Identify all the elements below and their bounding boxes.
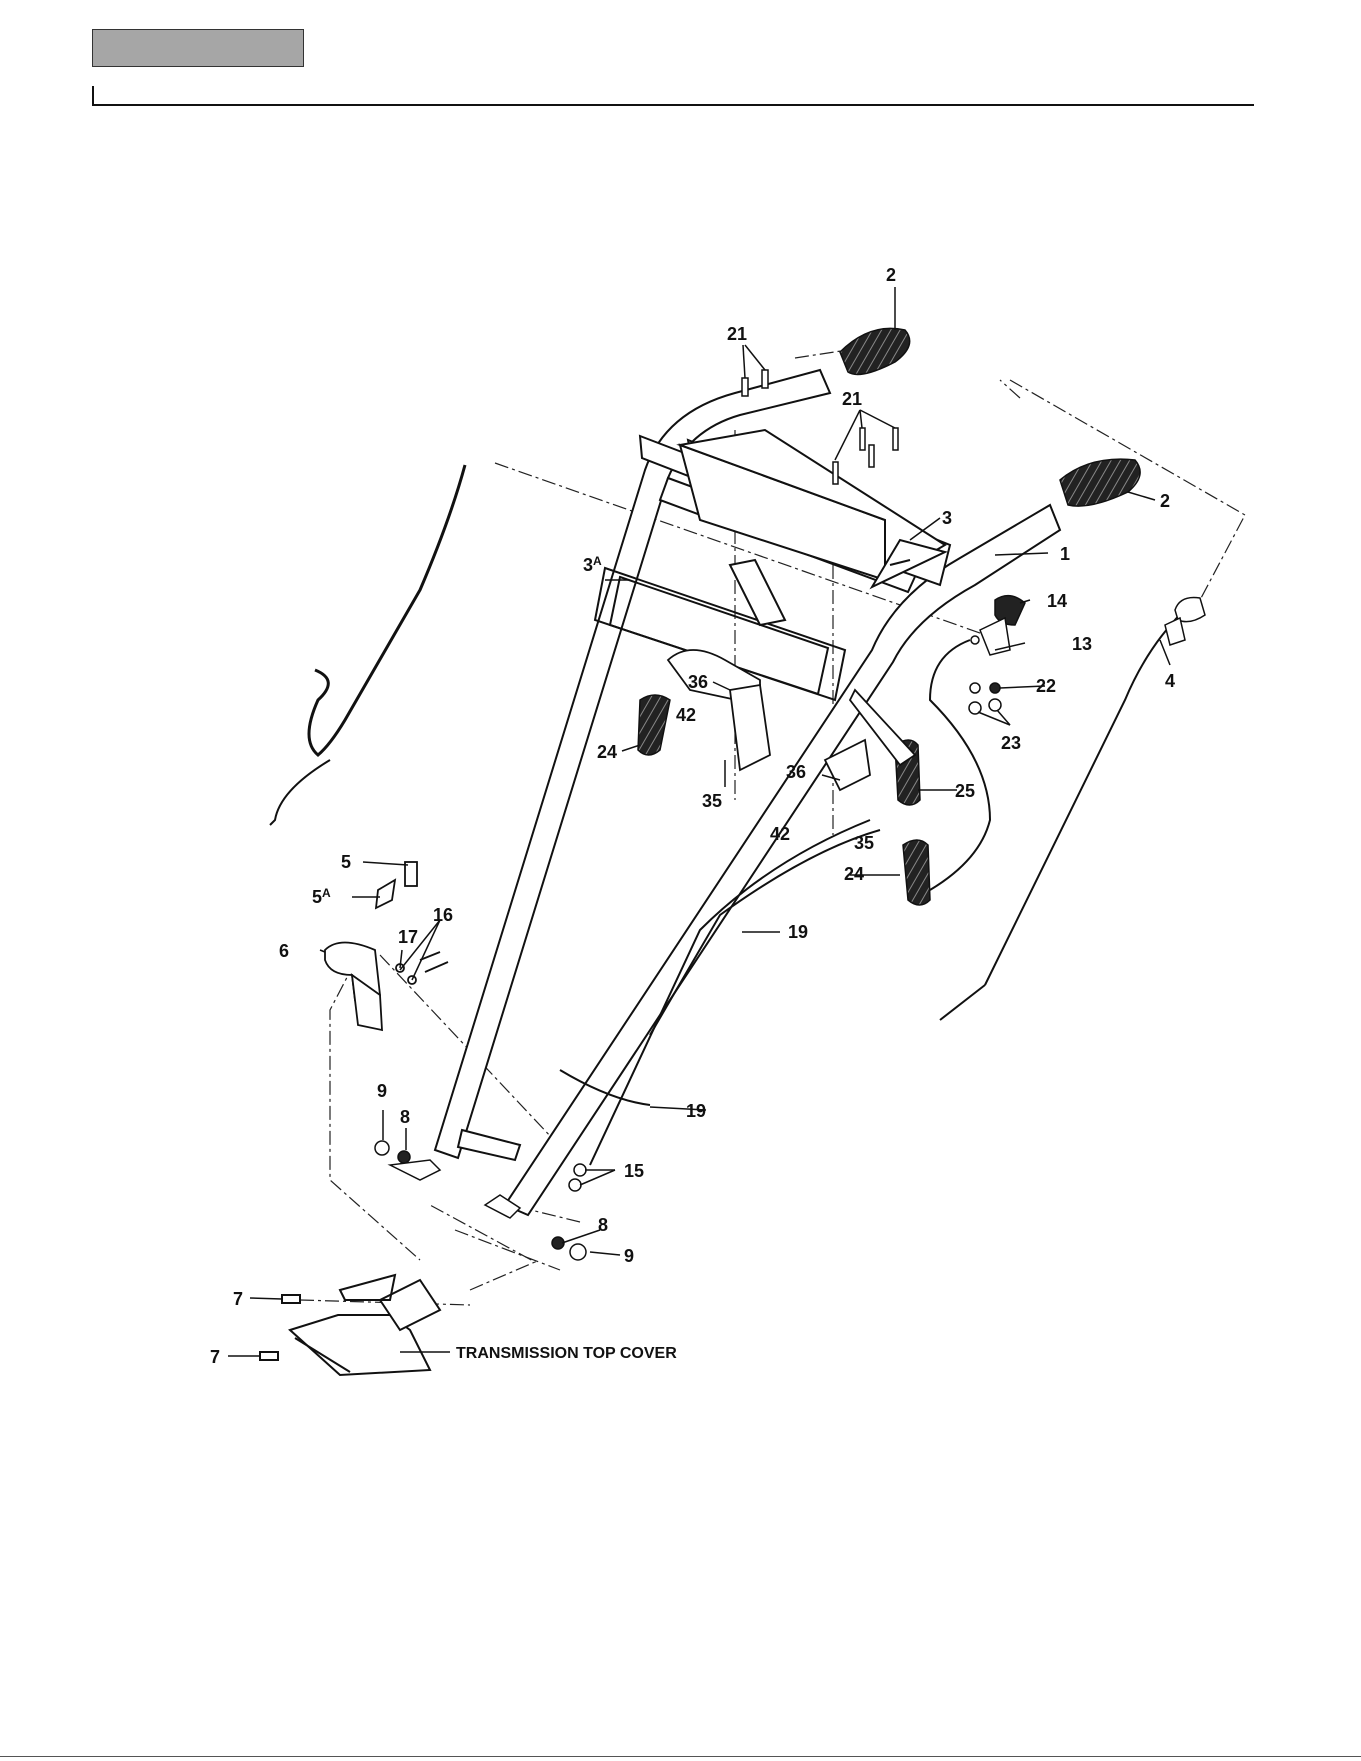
callout-21-right: 21 — [842, 389, 862, 409]
callout-35-right: 35 — [854, 833, 874, 853]
callout-7-lower: 7 — [210, 1347, 220, 1367]
callout-36-right: 36 — [786, 762, 806, 782]
callout-17: 17 — [398, 927, 418, 947]
callout-3: 3 — [942, 508, 952, 528]
callout-22: 22 — [1036, 676, 1056, 696]
callout-9-left: 9 — [377, 1081, 387, 1101]
callout-5a-number: 5 — [312, 887, 322, 907]
transmission-top-cover — [260, 1275, 440, 1375]
callout-16: 16 — [433, 905, 453, 925]
callout-5: 5 — [341, 852, 351, 872]
callout-23: 23 — [1001, 733, 1021, 753]
callout-4: 4 — [1165, 671, 1175, 691]
callout-14: 14 — [1047, 591, 1067, 611]
callout-1: 1 — [1060, 544, 1070, 564]
callout-42-left: 42 — [676, 705, 696, 725]
callout-19-lower: 19 — [686, 1101, 706, 1121]
throttle-cable-head — [1165, 598, 1205, 646]
callout-2-right: 2 — [1160, 491, 1170, 511]
callout-35-left: 35 — [702, 791, 722, 811]
callout-2-top: 2 — [886, 265, 896, 285]
callout-21-left: 21 — [727, 324, 747, 344]
callout-24-right: 24 — [844, 864, 864, 884]
callout-3a-number: 3 — [583, 555, 593, 575]
callout-5a-suffix: A — [322, 886, 331, 900]
transmission-top-cover-label: TRANSMISSION TOP COVER — [456, 1345, 677, 1362]
callout-8-left: 8 — [400, 1107, 410, 1127]
callout-6: 6 — [279, 941, 289, 961]
callout-7-upper: 7 — [233, 1289, 243, 1309]
footer-rule — [0, 1756, 1361, 1757]
callout-42-right: 42 — [770, 824, 790, 844]
handle-grips — [840, 328, 1140, 506]
lower-bracket-assembly — [325, 862, 448, 1030]
callout-8-right: 8 — [598, 1215, 608, 1235]
callout-9-right: 9 — [624, 1246, 634, 1266]
callout-15: 15 — [624, 1161, 644, 1181]
callout-36-left: 36 — [688, 672, 708, 692]
callout-13: 13 — [1072, 634, 1092, 654]
callout-19-upper: 19 — [788, 922, 808, 942]
callout-3a: 3A — [583, 554, 602, 575]
callout-24-left: 24 — [597, 742, 617, 762]
choke-control — [969, 596, 1025, 714]
callout-5a: 5A — [312, 886, 331, 907]
callout-25: 25 — [955, 781, 975, 801]
callout-3a-suffix: A — [593, 554, 602, 568]
